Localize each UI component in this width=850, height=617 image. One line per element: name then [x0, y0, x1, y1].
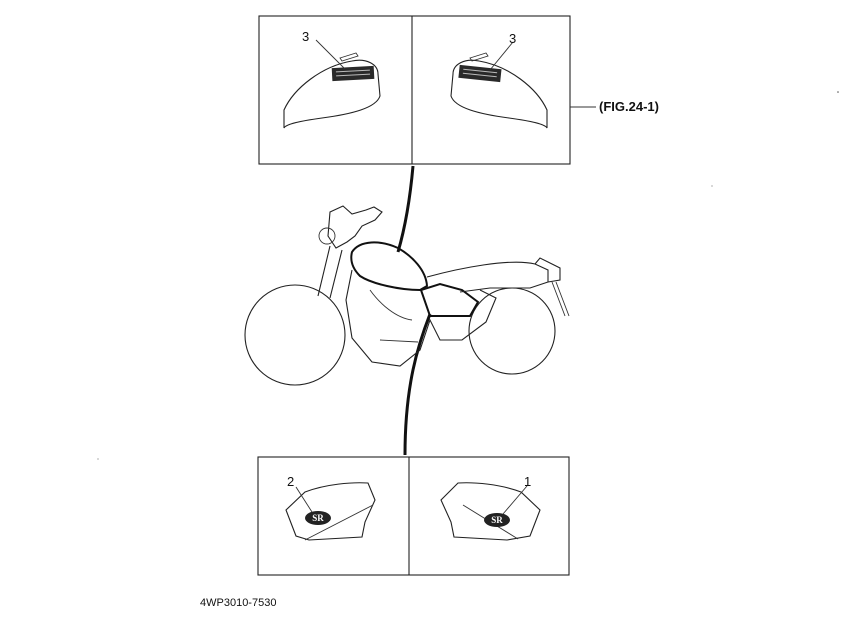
side-cover: [419, 282, 480, 317]
tail-section: [534, 257, 561, 283]
right-side-cover: [440, 482, 541, 541]
side-panel-frame: [257, 456, 570, 576]
engine-detail: [369, 289, 419, 343]
callout-3-right: 3: [509, 31, 516, 46]
left-side-cover: [285, 482, 376, 541]
callout-leader-top-left: [315, 39, 346, 70]
tank-graphics-panel: 3 3: [258, 15, 571, 165]
engine-frame: [345, 269, 497, 367]
top-connector-line: [396, 165, 415, 253]
side-cover-panel: SR 2 SR 1: [257, 456, 570, 576]
callout-leader-top-right: [489, 41, 514, 71]
scan-speck: [97, 458, 99, 460]
right-sr-text: SR: [491, 515, 503, 525]
callout-1: 1: [524, 474, 531, 489]
bottom-connector-line: [403, 313, 432, 456]
front-fork: [317, 245, 343, 299]
right-tank-decal: [458, 64, 502, 83]
handlebar-outline: [327, 205, 383, 249]
callout-leader-2: [295, 486, 313, 513]
scan-speck: [837, 91, 839, 93]
rear-fender-bracket: [551, 281, 570, 317]
tank-panel-frame: [258, 15, 571, 165]
fig-reference-label: (FIG.24-1): [599, 99, 659, 114]
motorcycle-outline: [244, 205, 570, 386]
callout-3-left: 3: [302, 29, 309, 44]
fuel-tank: [350, 241, 429, 292]
front-wheel: [244, 284, 346, 386]
rear-wheel: [468, 287, 556, 375]
left-tank-decal: [331, 65, 375, 82]
seat: [426, 261, 549, 293]
part-code-label: 4WP3010-7530: [200, 597, 276, 609]
right-fuel-tank: [450, 52, 548, 129]
callout-leader-1: [502, 485, 528, 515]
headlight: [318, 227, 336, 245]
left-sr-emblem: [305, 511, 331, 525]
right-sr-emblem: [484, 513, 510, 527]
left-fuel-tank: [283, 52, 381, 129]
left-cover-stripe: [304, 504, 374, 541]
scan-speck: [711, 185, 713, 187]
callout-2: 2: [287, 474, 294, 489]
left-sr-text: SR: [312, 513, 324, 523]
